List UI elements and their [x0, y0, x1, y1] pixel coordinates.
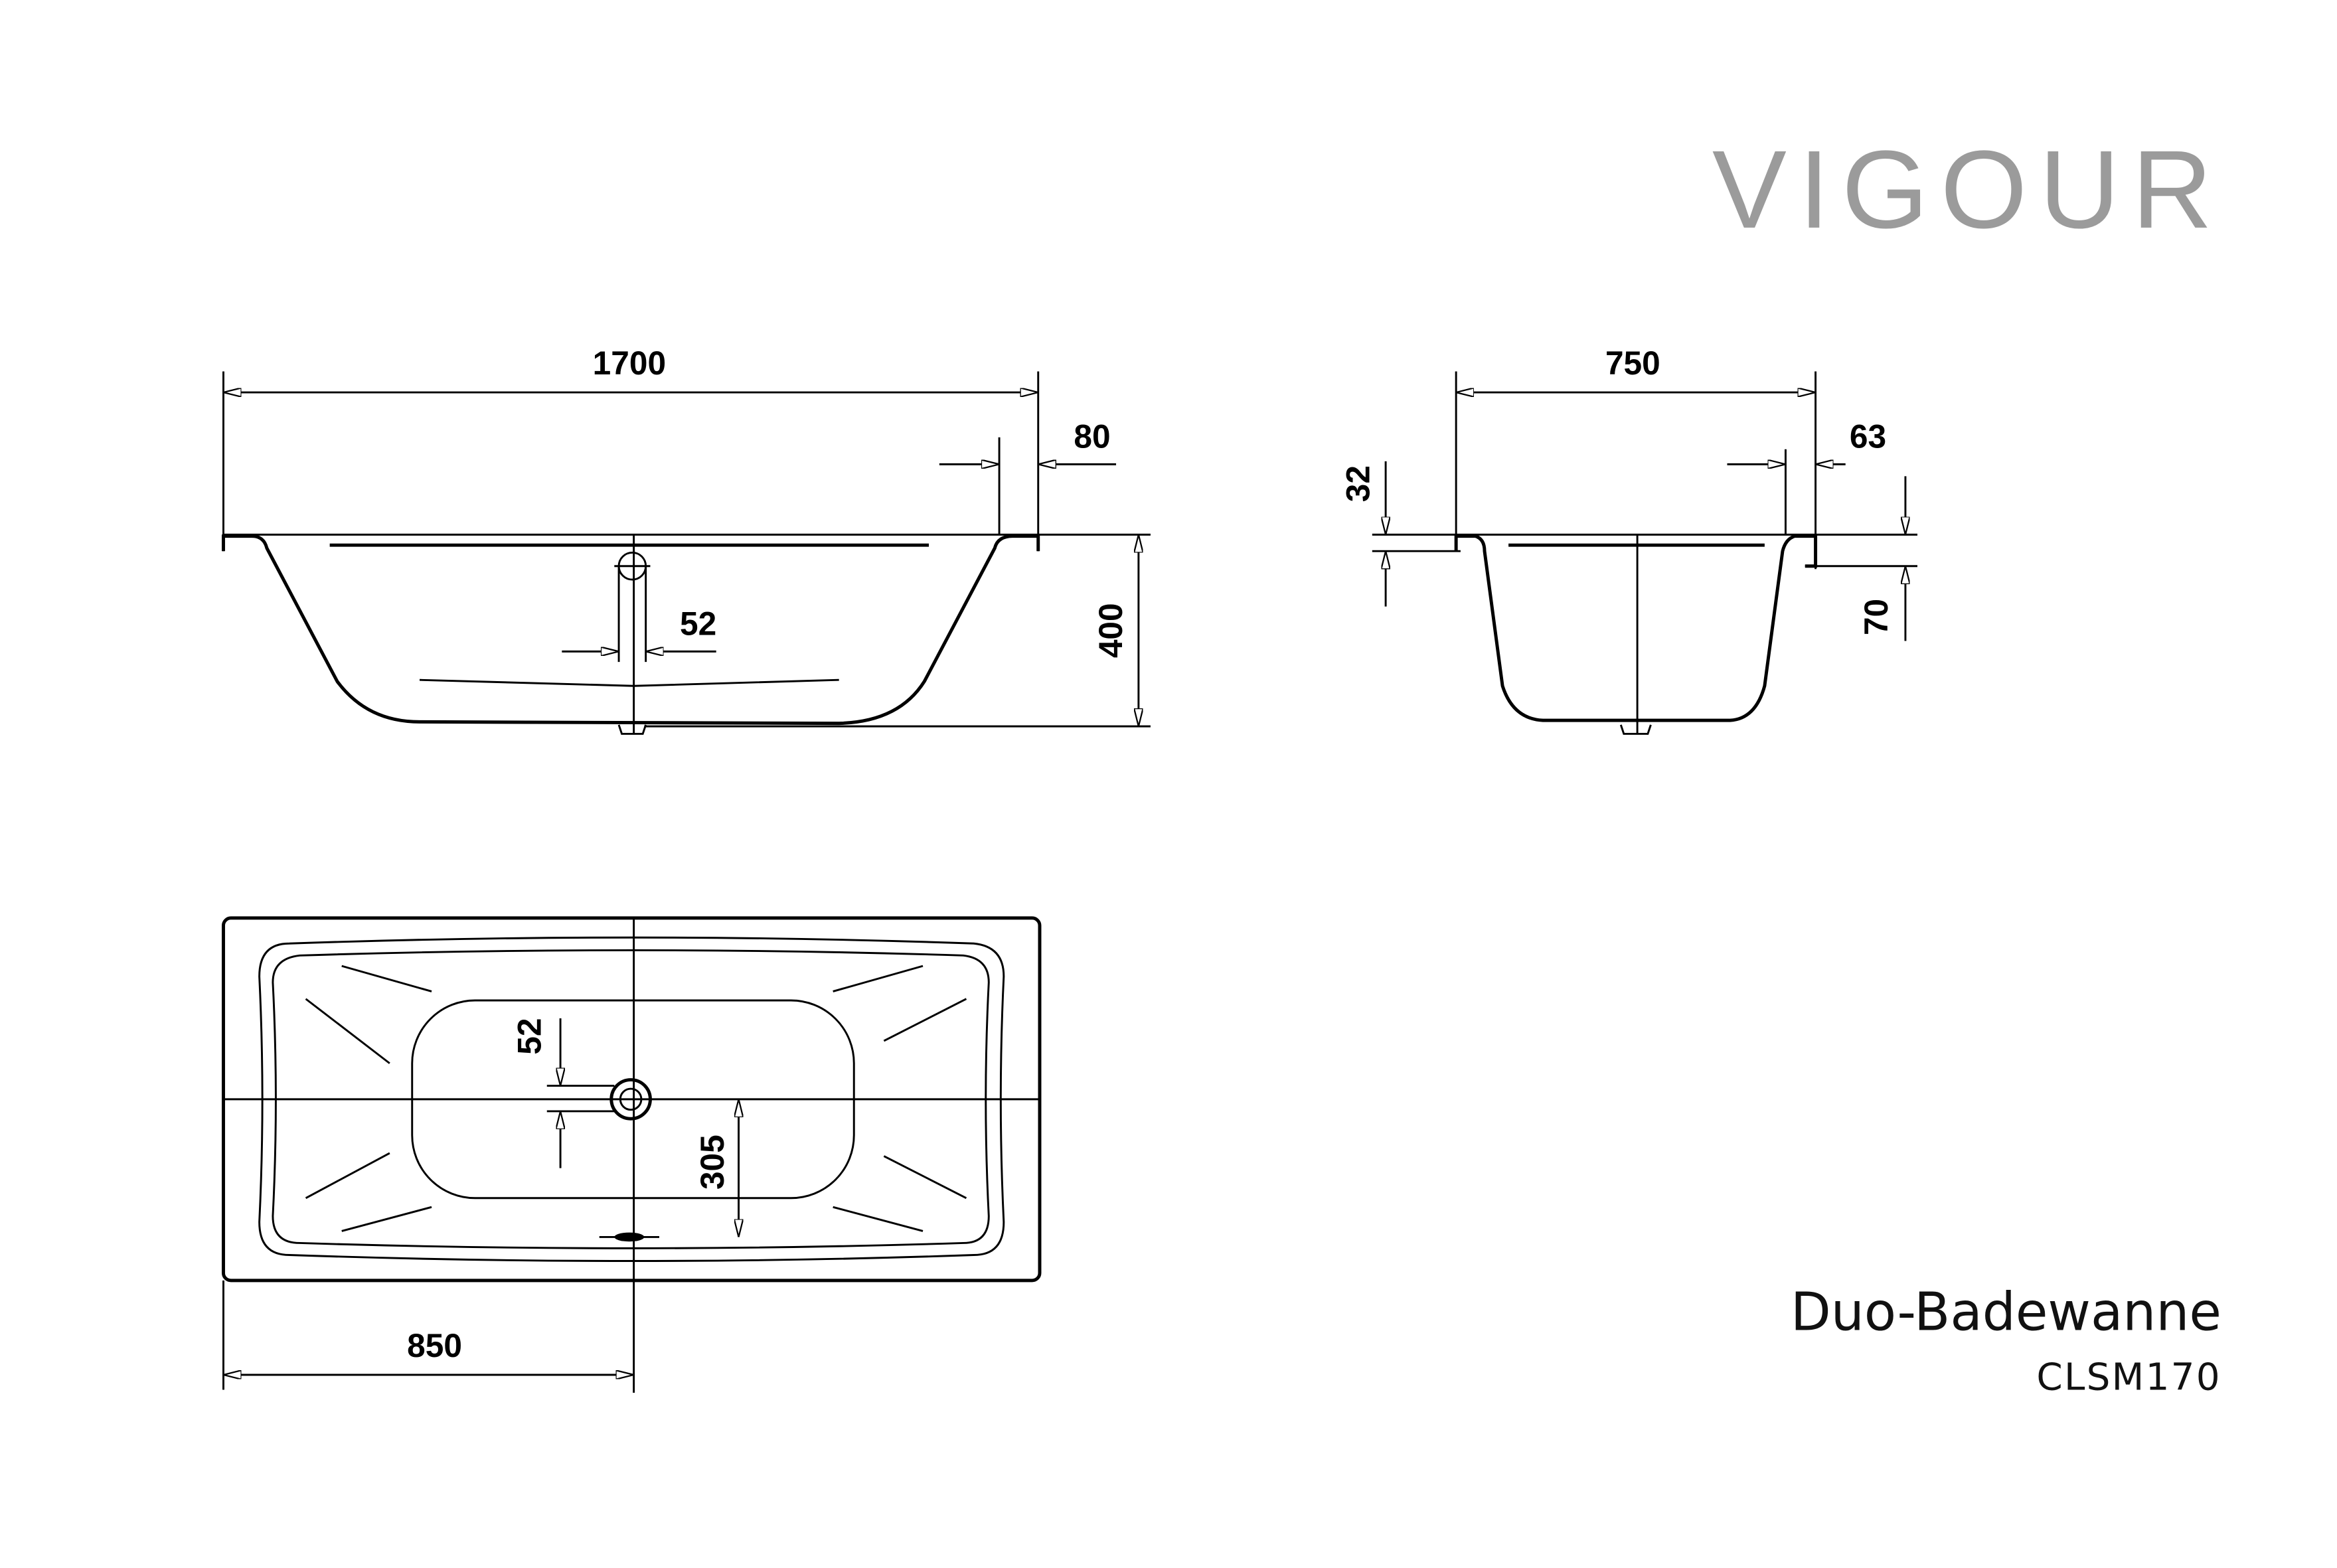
- dim-end-depth: 70: [1858, 599, 1895, 635]
- product-model: CLSM170: [2036, 1356, 2221, 1399]
- dim-rim-end: 63: [1850, 418, 1886, 455]
- dim-length: 1700: [593, 345, 666, 382]
- product-name: Duo-Badewanne: [1791, 1281, 2221, 1342]
- dim-overflow-plan: 52: [511, 1018, 548, 1055]
- dim-rim-long: 80: [1074, 418, 1110, 455]
- tub-profile-side: [222, 534, 1040, 726]
- end-view: 750 63 32 70: [1339, 345, 1917, 735]
- dim-height: 400: [1092, 603, 1129, 658]
- dim-drain-offset: 305: [694, 1135, 731, 1190]
- drain-icon: [609, 1078, 652, 1121]
- dim-drain-position: 850: [407, 1327, 462, 1364]
- dim-rim-thickness: 32: [1339, 465, 1376, 502]
- side-view: 1700 80 52 400: [222, 345, 1151, 735]
- tub-profile-end: [1454, 534, 1818, 722]
- brand-logo: VIGOUR: [1712, 128, 2225, 252]
- dim-overflow-side: 52: [680, 605, 716, 643]
- dim-width: 750: [1605, 345, 1660, 382]
- plan-view: 52 305 850: [222, 916, 1042, 1393]
